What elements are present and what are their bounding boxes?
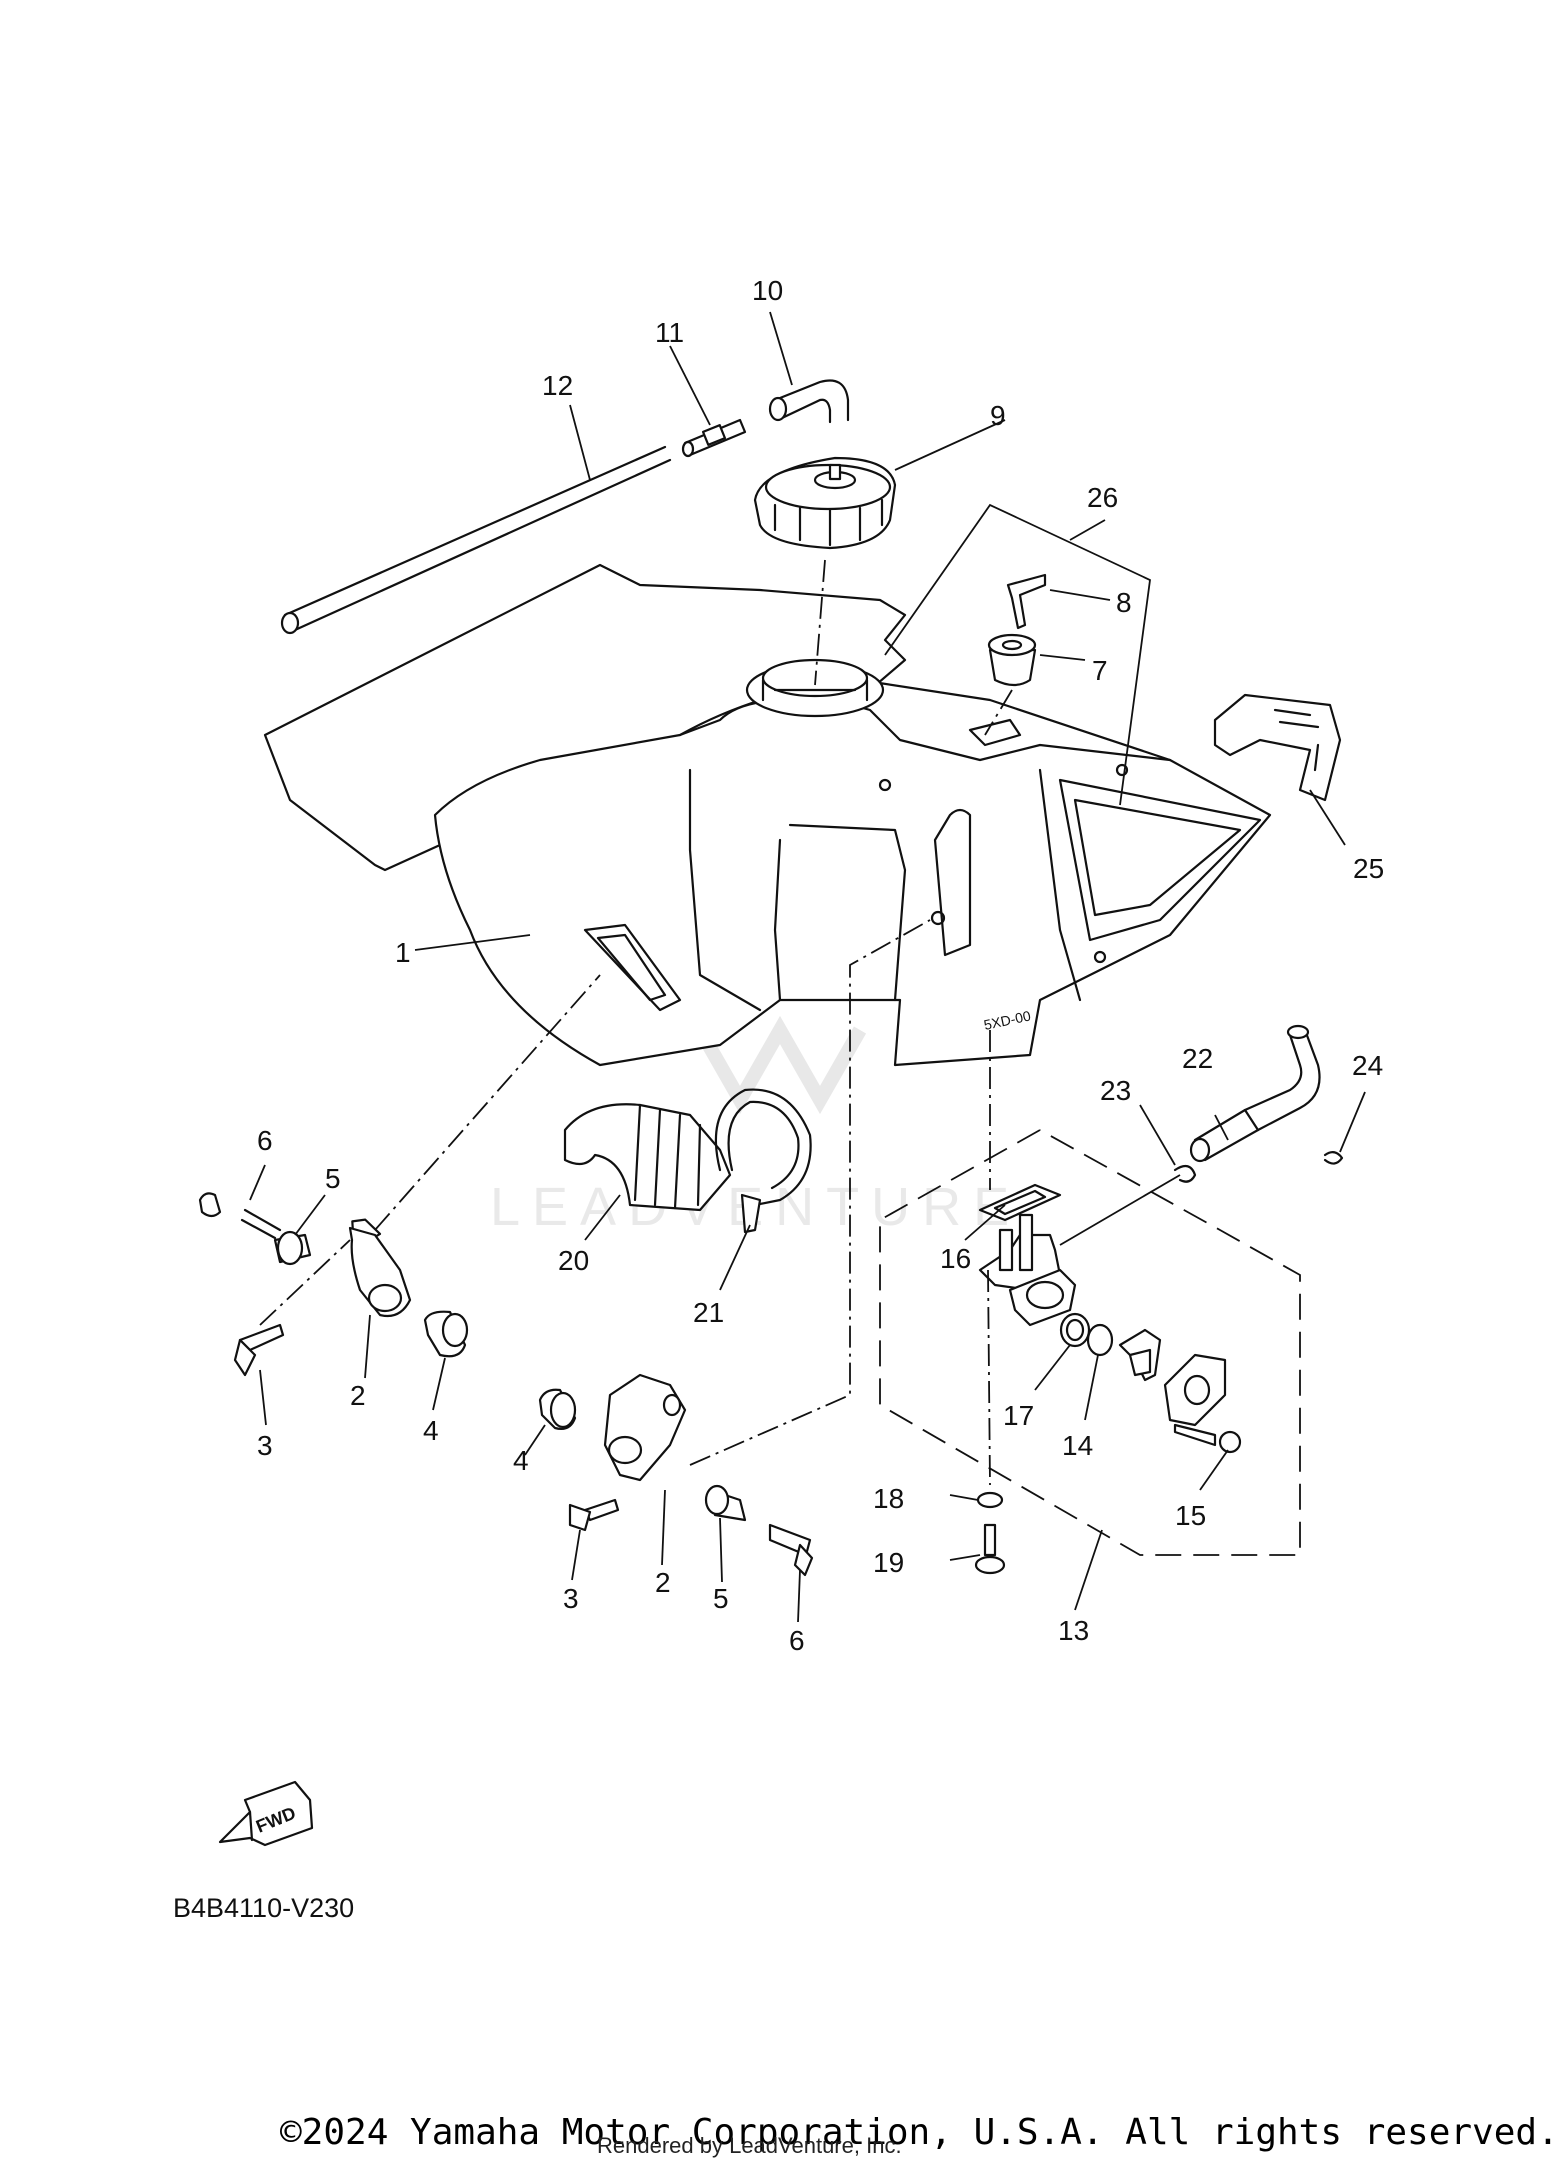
callout-23: 23 xyxy=(1100,1075,1131,1106)
cap-axis-line xyxy=(814,559,826,686)
fwd-arrow: FWD xyxy=(218,1780,314,1847)
callout-10: 10 xyxy=(752,275,783,306)
callout-16: 16 xyxy=(940,1243,971,1274)
callout-22: 22 xyxy=(1182,1043,1213,1074)
copyright-notice: ©2024 Yamaha Motor Corporation, U.S.A. A… xyxy=(280,2112,1559,2153)
bolt-8 xyxy=(1006,573,1047,630)
leader-lines xyxy=(249,311,1366,1623)
callout-13: 13 xyxy=(1058,1615,1089,1646)
callout-12: 12 xyxy=(542,370,573,401)
callout-6: 6 xyxy=(257,1125,273,1156)
callout-2: 2 xyxy=(350,1380,366,1411)
callout-9: 9 xyxy=(990,400,1006,431)
hose-joint xyxy=(681,418,747,458)
callout-1: 1 xyxy=(395,937,411,968)
right-mount xyxy=(538,1373,814,1577)
callout-6b: 6 xyxy=(789,1625,805,1656)
callout-11: 11 xyxy=(655,317,684,348)
callout-24: 24 xyxy=(1352,1050,1383,1081)
callout-5: 5 xyxy=(325,1163,341,1194)
callout-26: 26 xyxy=(1087,482,1118,513)
callout-4b: 4 xyxy=(513,1445,529,1476)
callout-3b: 3 xyxy=(563,1583,579,1614)
callout-17: 17 xyxy=(1003,1400,1034,1431)
callout-18: 18 xyxy=(873,1483,904,1514)
callout-3: 3 xyxy=(257,1430,273,1461)
breather-hose xyxy=(280,445,672,635)
callout-20: 20 xyxy=(558,1245,589,1276)
callout-5b: 5 xyxy=(713,1583,729,1614)
protector-20 xyxy=(563,1103,732,1212)
rendered-by-credit: Rendered by LeadVenture, Inc. xyxy=(597,2133,902,2158)
decal-bracket-lines xyxy=(884,503,1151,806)
hose-elbow xyxy=(768,379,850,424)
left-mount-axis xyxy=(259,1239,351,1326)
fuel-tank-exploded-diagram: LEADVENTURE 5XD-00 xyxy=(198,275,1384,1847)
right-mount-tank-axis xyxy=(689,919,931,1466)
left-mount-tank-axis xyxy=(374,974,601,1231)
cock-axis-bottom xyxy=(987,1269,991,1486)
callout-14: 14 xyxy=(1062,1430,1093,1461)
fuel-cap xyxy=(753,456,897,550)
band-21 xyxy=(714,1088,812,1234)
left-mount xyxy=(198,1192,469,1377)
diagram-code: B4B4110-V230 xyxy=(173,1893,355,1923)
callout-7: 7 xyxy=(1092,655,1108,686)
callout-21: 21 xyxy=(693,1297,724,1328)
fuel-tank: 5XD-00 xyxy=(433,658,1272,1067)
fuel-cock-assembly xyxy=(879,1129,1301,1575)
damper-axis-line xyxy=(984,689,1013,736)
callout-25: 25 xyxy=(1353,853,1384,884)
callout-19: 19 xyxy=(873,1547,904,1578)
callouts: 1 2 2 3 3 4 4 5 5 6 6 7 8 9 10 11 12 13 … xyxy=(257,275,1384,1656)
bracket-25 xyxy=(1213,693,1342,802)
callout-4: 4 xyxy=(423,1415,439,1446)
callout-2b: 2 xyxy=(655,1567,671,1598)
damper-7 xyxy=(987,633,1037,687)
callout-8: 8 xyxy=(1116,587,1132,618)
fuel-hose xyxy=(1189,1024,1344,1165)
callout-15: 15 xyxy=(1175,1500,1206,1531)
